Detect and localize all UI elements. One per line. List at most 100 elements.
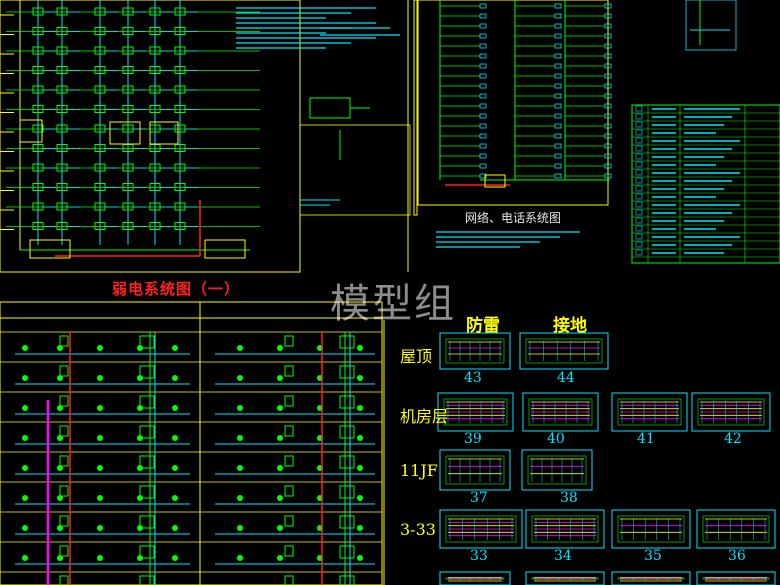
junction-box	[32, 46, 44, 55]
legend-symbol	[635, 145, 643, 152]
legend-symbol	[635, 161, 643, 168]
sheet-thumbnail-plan	[443, 398, 508, 426]
outlet	[604, 143, 612, 149]
legend-symbol	[635, 209, 643, 216]
outlet	[479, 93, 487, 99]
sheet-thumbnail-plan	[445, 455, 505, 485]
junction-box	[59, 485, 69, 497]
junction-box	[149, 183, 161, 191]
device-symbol	[277, 555, 283, 561]
junction-box	[339, 485, 355, 499]
junction-box	[56, 183, 68, 191]
junction-box	[32, 124, 44, 133]
device-symbol	[97, 345, 103, 351]
junction-box	[59, 455, 69, 467]
junction-box	[149, 105, 161, 113]
equipment-box	[109, 121, 141, 145]
outlet	[479, 153, 487, 159]
drawing-frame	[0, 301, 383, 585]
junction-box	[339, 365, 355, 379]
watermark: 模型组	[330, 281, 456, 327]
outlet	[479, 163, 487, 169]
junction-box	[122, 7, 134, 16]
weak-current-title: 弱电系统图（一）	[112, 280, 241, 298]
junction-box	[94, 163, 106, 172]
junction-box	[174, 66, 186, 74]
sheet-thumbnail-plan	[528, 398, 593, 426]
legend-symbol	[635, 121, 643, 128]
drawing-index-grid	[383, 320, 776, 585]
device-symbol	[22, 375, 28, 381]
sheet-number: 38	[560, 490, 578, 506]
row-label-11jf: 11JF	[400, 461, 438, 480]
outlet	[604, 133, 612, 139]
device-symbol	[22, 465, 28, 471]
outlet	[554, 153, 562, 159]
junction-box	[32, 7, 44, 16]
junction-box	[32, 85, 44, 94]
junction-box	[122, 183, 134, 191]
junction-box	[284, 485, 294, 497]
junction-box	[32, 222, 44, 230]
sheet-thumbnail	[696, 571, 776, 585]
sheet-thumbnail-plan	[525, 338, 603, 364]
outlet	[554, 173, 562, 179]
device-symbol	[357, 555, 363, 561]
junction-box	[59, 395, 69, 407]
sheet-thumbnail	[439, 332, 511, 370]
junction-box	[339, 545, 355, 559]
device-symbol	[97, 525, 103, 531]
device-symbol	[277, 405, 283, 411]
junction-box	[284, 545, 294, 557]
junction-box	[94, 202, 106, 211]
outlet	[554, 93, 562, 99]
equipment-box	[29, 239, 71, 259]
junction-box	[174, 163, 186, 172]
junction-box	[56, 163, 68, 172]
junction-box	[94, 124, 106, 133]
legend-symbol	[635, 217, 643, 224]
junction-box	[149, 163, 161, 172]
outlet	[479, 123, 487, 129]
junction-box	[56, 7, 68, 16]
outlet	[554, 103, 562, 109]
junction-box	[174, 144, 186, 152]
device-symbol	[172, 345, 178, 351]
junction-box	[32, 163, 44, 172]
junction-box	[59, 365, 69, 377]
sheet-number: 36	[728, 548, 746, 564]
junction-box	[149, 85, 161, 94]
sheet-thumbnail	[611, 509, 691, 549]
device-symbol	[357, 465, 363, 471]
device-symbol	[97, 465, 103, 471]
junction-box	[94, 46, 106, 55]
outlet	[554, 53, 562, 59]
junction-box	[59, 575, 69, 585]
outlet	[604, 103, 612, 109]
outlet	[554, 113, 562, 119]
device-symbol	[172, 375, 178, 381]
junction-box	[94, 105, 106, 113]
device-symbol	[357, 495, 363, 501]
junction-box	[122, 124, 134, 133]
device-symbol	[277, 465, 283, 471]
device-symbol	[237, 465, 243, 471]
drawing-frame	[417, 0, 609, 206]
junction-box	[56, 124, 68, 133]
device-symbol	[97, 435, 103, 441]
device-symbol	[22, 495, 28, 501]
junction-box	[284, 455, 294, 467]
junction-box	[139, 515, 155, 529]
junction-box	[339, 455, 355, 469]
outlet	[479, 173, 487, 179]
junction-box	[339, 575, 355, 585]
column-header-lightning: 防雷	[466, 316, 500, 336]
device-symbol	[22, 555, 28, 561]
outlet	[479, 33, 487, 39]
device-symbol	[22, 405, 28, 411]
outlet	[554, 83, 562, 89]
junction-box	[139, 455, 155, 469]
outlet	[479, 63, 487, 69]
network-phone-title: 网络、电话系统图	[465, 211, 562, 225]
